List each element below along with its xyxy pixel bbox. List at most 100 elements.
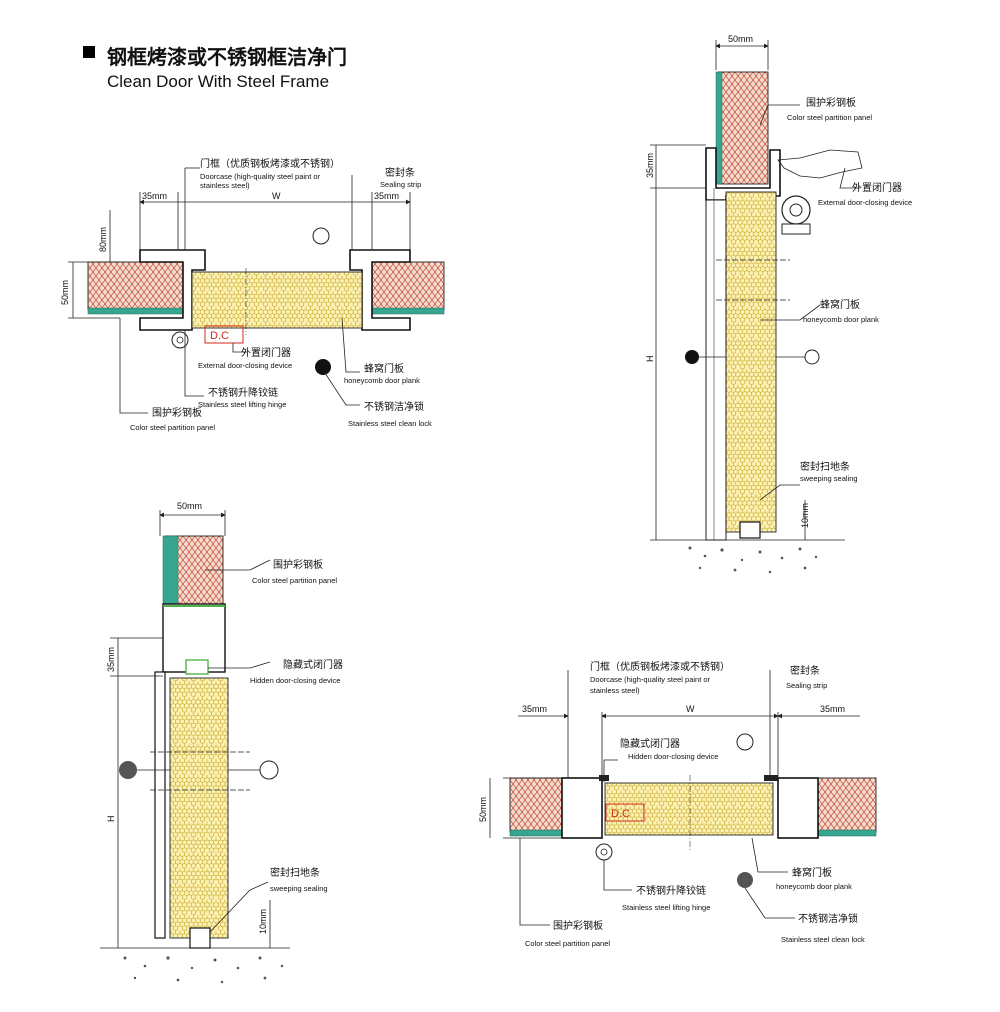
lock-open-icon-b (736, 733, 754, 751)
doorcase-right-b (777, 777, 819, 839)
d3-sweep-en: sweeping sealing (270, 884, 328, 893)
floor-hatch-top (688, 546, 818, 574)
d2-partition-cn: 围护彩钢板 (806, 96, 856, 109)
d1-partition-en: Color steel partition panel (130, 423, 215, 432)
title-en: Clean Door With Steel Frame (107, 72, 330, 91)
partition-teal-right (371, 307, 445, 315)
d2-honeycomb-cn: 蜂窝门板 (820, 298, 860, 311)
partition-teal-left (87, 307, 184, 315)
partition-panel-left-b (509, 777, 563, 833)
lock-icon (315, 359, 331, 375)
d4-closer-en: Hidden door-closing device (628, 752, 718, 761)
doorcase-left-b (561, 777, 603, 839)
d3-dim-35: 35mm (106, 647, 116, 672)
d2-closer-cn: 外置闭门器 (852, 181, 902, 194)
section-hidden-closer (100, 510, 290, 984)
honeycomb-door-plank (191, 271, 363, 329)
lock-icon-bottom (119, 761, 137, 779)
d1-honeycomb-cn: 蜂窝门板 (364, 362, 404, 375)
closer-arm-icon (777, 149, 863, 179)
d1-hinge-en: Stainless steel lifting hinge (198, 400, 286, 409)
d4-lock-en: Stainless steel clean lock (781, 935, 865, 944)
d2-honeycomb-en: honeycomb door plank (803, 315, 879, 324)
lock-open-icon-right (804, 349, 820, 365)
d1-closer-en: External door-closing device (198, 361, 292, 370)
d3-dim-h: H (106, 816, 116, 823)
d4-doorcase-cn: 门框（优质钢板烤漆或不锈钢） (590, 660, 730, 673)
lock-open-icon-bottom (259, 760, 279, 780)
d4-hinge-cn: 不锈钢升降铰链 (636, 884, 706, 897)
closer-body-icon (781, 195, 811, 225)
d2-dim-10: 10mm (800, 503, 810, 528)
partition-panel-right-b (817, 777, 877, 833)
d4-doorcase-en1: Doorcase (high-quality steel paint or (590, 675, 711, 684)
d3-partition-en: Color steel partition panel (252, 576, 337, 585)
d1-lock-en: Stainless steel clean lock (348, 419, 432, 428)
partition-teal-right-b (817, 829, 877, 837)
doorcase-right (349, 249, 411, 331)
d1-dim-w: W (272, 191, 281, 201)
partition-panel-left (87, 261, 184, 311)
d2-dim-50: 50mm (728, 34, 753, 44)
lock-open-icon (312, 227, 330, 245)
d1-sealing-en: Sealing strip (380, 180, 421, 189)
d3-sweep-cn: 密封扫地条 (270, 866, 320, 879)
d4-dim-50: 50mm (478, 797, 488, 822)
d4-honeycomb-cn: 蜂窝门板 (792, 866, 832, 879)
d1-dim-35-left: 35mm (142, 191, 167, 201)
d4-lock-cn: 不锈钢洁净锁 (798, 912, 858, 925)
d4-sealing-en: Sealing strip (786, 681, 827, 690)
d2-sweep-en: sweeping sealing (800, 474, 858, 483)
partition-teal-bottom (162, 535, 179, 605)
partition-teal-top (715, 71, 723, 185)
lock-icon-right (685, 350, 699, 364)
d4-dim-w: W (686, 704, 695, 714)
d4-sealing-cn: 密封条 (790, 664, 820, 677)
d4-dc: D.C (611, 808, 630, 820)
d1-partition-cn: 围护彩钢板 (152, 406, 202, 419)
sweep-seal (739, 521, 761, 539)
partition-panel-top (717, 71, 769, 185)
d4-partition-en: Color steel partition panel (525, 939, 610, 948)
d4-doorcase-en2: stainless steel) (590, 686, 640, 695)
honeycomb-door-plank-b (604, 782, 774, 836)
plan-hidden-closer (489, 670, 877, 926)
d4-dim-35-right: 35mm (820, 704, 845, 714)
partition-teal-left-b (509, 829, 563, 837)
d3-closer-en: Hidden door-closing device (250, 676, 340, 685)
d1-dim-80: 80mm (98, 227, 108, 252)
d3-closer-cn: 隐藏式闭门器 (283, 658, 343, 671)
d1-closer-cn: 外置闭门器 (241, 346, 291, 359)
d1-dim-50: 50mm (60, 280, 70, 305)
d2-closer-en: External door-closing device (818, 198, 912, 207)
d3-dim-10: 10mm (258, 909, 268, 934)
d1-honeycomb-en: honeycomb door plank (344, 376, 420, 385)
d2-dim-35: 35mm (645, 153, 655, 178)
section-external-closer (650, 40, 863, 574)
d1-lock-cn: 不锈钢洁净锁 (364, 400, 424, 413)
d2-sweep-cn: 密封扫地条 (800, 460, 850, 473)
title-square-icon (83, 46, 95, 58)
hidden-closer-icon (185, 659, 209, 675)
honeycomb-door-vertical (725, 191, 777, 533)
partition-panel-right (371, 261, 445, 311)
d4-hinge-en: Stainless steel lifting hinge (622, 903, 710, 912)
d4-closer-cn: 隐藏式闭门器 (620, 737, 680, 750)
title-cn: 钢框烤漆或不锈钢框洁净门 (107, 45, 347, 69)
d1-doorcase-en2: stainless steel) (200, 181, 250, 190)
d1-sealing-cn: 密封条 (385, 166, 415, 179)
d4-honeycomb-en: honeycomb door plank (776, 882, 852, 891)
d2-dim-h: H (645, 356, 655, 363)
d1-doorcase-cn: 门框（优质钢板烤漆或不锈钢） (200, 157, 340, 170)
dc-box-b (605, 803, 645, 822)
floor-hatch-bottom (123, 956, 284, 984)
honeycomb-door-bottom (169, 677, 229, 939)
sweep-seal-bottom (189, 927, 211, 949)
d1-dim-35-right: 35mm (374, 191, 399, 201)
plan-external-closer (68, 167, 445, 414)
d2-partition-en: Color steel partition panel (787, 113, 872, 122)
d1-dc: D.C (210, 330, 229, 342)
d1-doorcase-en1: Doorcase (high-quality steel paint or (200, 172, 321, 181)
